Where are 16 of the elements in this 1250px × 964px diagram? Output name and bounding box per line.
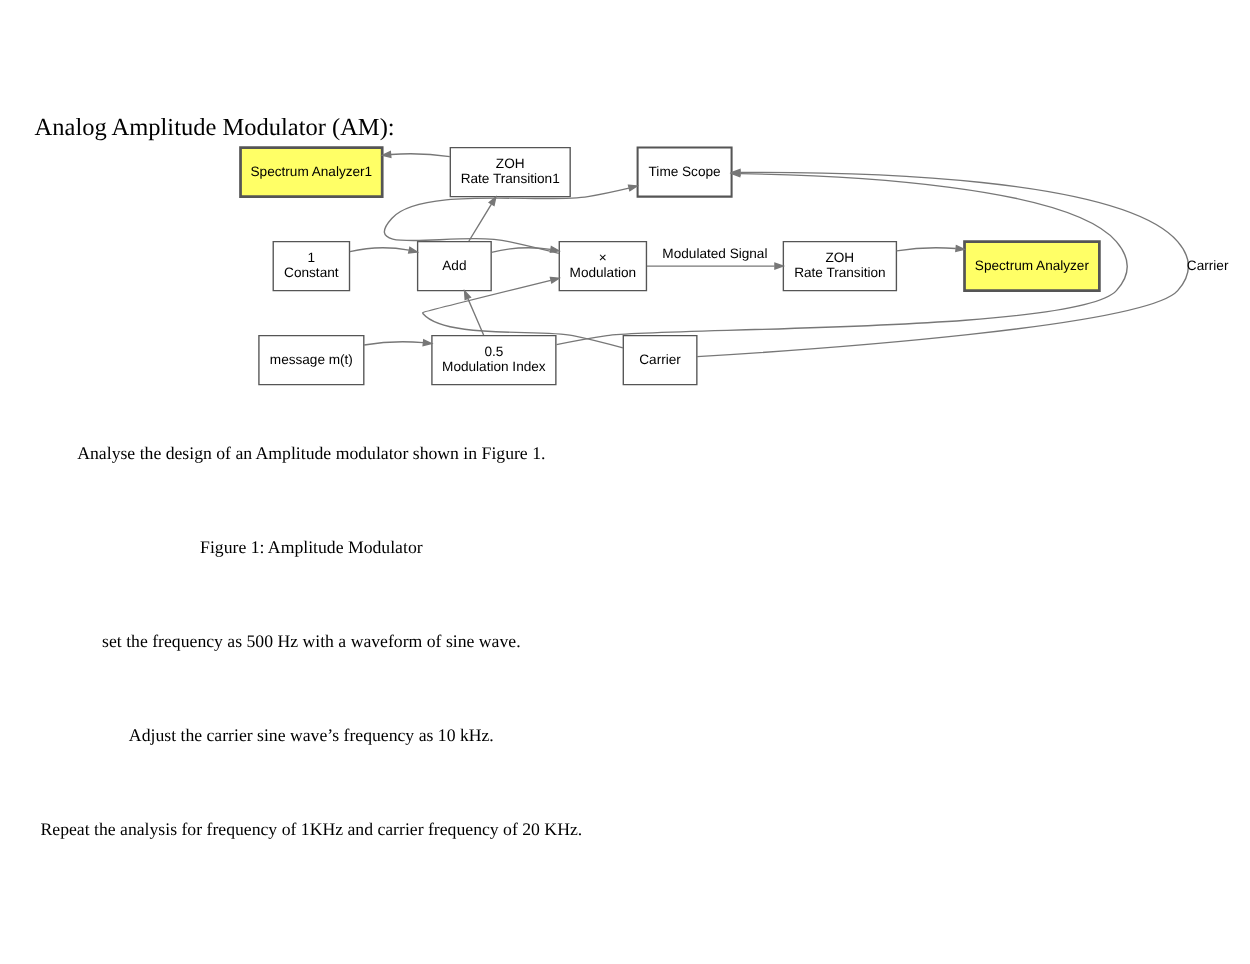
arrow xyxy=(646,262,786,270)
arrow xyxy=(380,150,451,159)
label: Repeat the analysis for frequency of 1KHz and carrier frequency of 20 KHz. xyxy=(40,818,583,839)
arrow xyxy=(463,289,485,336)
arrow xyxy=(468,195,497,242)
arrow xyxy=(383,184,640,255)
diagram-title: Analog Amplitude Modulator (AM): xyxy=(34,112,395,141)
arrow xyxy=(422,276,624,349)
arrow xyxy=(490,245,561,253)
label: Analyse the design of an Amplitude modulator shown in Figure 1. xyxy=(77,442,546,463)
arrow xyxy=(363,338,434,347)
label: Adjust the carrier sine wave’s frequency as 10 kHz. xyxy=(128,724,494,745)
arrow xyxy=(895,244,967,253)
label: set the frequency as 500 Hz with a waveform of sine wave. xyxy=(102,630,521,651)
arrow xyxy=(349,246,420,254)
label: Figure 1: Amplitude Modulator xyxy=(200,536,423,557)
